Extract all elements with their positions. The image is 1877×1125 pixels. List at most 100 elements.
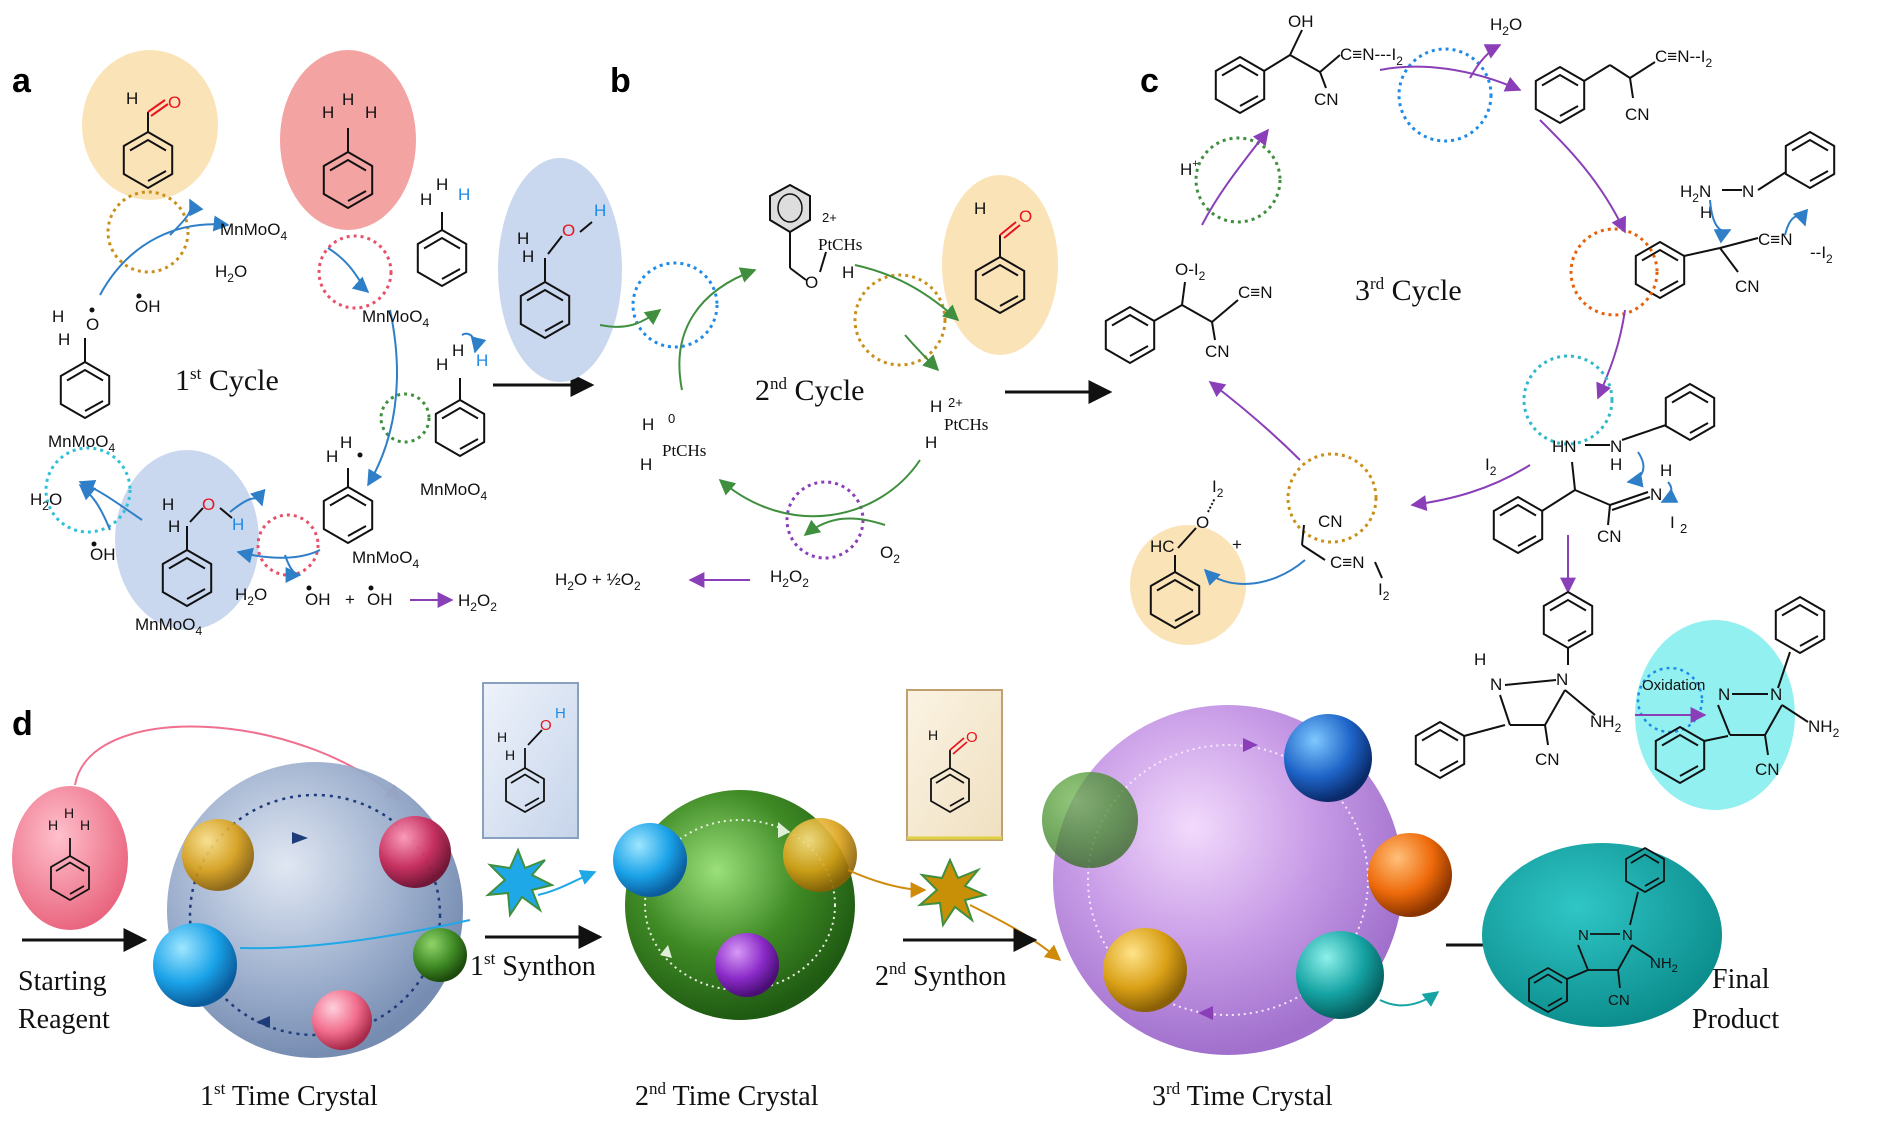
svg-text:H2O: H2O [1490,15,1522,38]
svg-text:O-I2: O-I2 [1175,260,1206,283]
svg-text:H+: H+ [1180,158,1199,179]
cycle-1-label: 1st Cycle [175,364,279,397]
svg-text:2: 2 [1680,521,1687,536]
bound-toluene-right: H H H [434,341,488,457]
svg-text:H: H [340,433,352,452]
svg-text:H: H [594,201,606,220]
svg-text:O: O [562,221,575,240]
svg-text:H2O: H2O [30,490,62,513]
benzaldehyde-molecule: H O [122,89,181,189]
svg-text:I2: I2 [1212,477,1224,500]
toluene-molecule: H H H [322,90,377,209]
svg-text:H: H [436,175,448,194]
svg-text:H: H [1700,203,1712,222]
svg-text:CN: CN [1205,342,1230,361]
svg-text:HN: HN [1552,437,1577,456]
svg-text:H: H [974,199,986,218]
svg-text:H: H [64,805,74,821]
hydroxy-nitrile: OH C≡N---I2 CN [1214,12,1403,114]
svg-text:I: I [1670,513,1675,532]
svg-text:H2O: H2O [235,585,267,608]
svg-text:Oxidation: Oxidation [1642,677,1705,694]
svg-text:--I2: --I2 [1810,243,1833,266]
time-crystal-2-label: 2nd Time Crystal [635,1079,819,1112]
svg-text:O: O [966,729,978,746]
svg-text:H: H [642,415,654,434]
svg-text:H: H [48,817,58,833]
svg-text:H: H [58,330,70,349]
benzaldehyde-b: H O [974,199,1032,314]
svg-text:N: N [1718,685,1730,704]
svg-text:H2O: H2O [215,262,247,285]
synthon-1-label: 1st Synthon [470,949,596,982]
toluene-molecule-right: H H H [416,175,470,287]
panel-b-cycle-2: H H O H O PtCHs 2+ H H O [498,158,1058,593]
svg-text:H: H [436,355,448,374]
svg-text:H: H [452,341,464,360]
pt-complex: O PtCHs 2+ H [769,183,862,292]
svg-text:O: O [1019,207,1032,226]
svg-text:H: H [326,447,338,466]
svg-text:NH2: NH2 [1590,712,1622,735]
svg-text:C≡N: C≡N [1330,553,1364,572]
panel-d-time-crystals: H H H Starting Reagent 1st Time Crystal … [12,682,1779,1112]
pyrazole-product: N N NH2 CN [1654,596,1840,784]
synthon-1-box [482,682,579,839]
pyrazoline: H N N NH2 CN [1414,591,1622,779]
svg-text:0: 0 [668,411,675,426]
svg-text:I2: I2 [1378,580,1390,603]
svg-text:O: O [86,315,99,334]
svg-text:H: H [1610,455,1622,474]
svg-text:MnMoO4: MnMoO4 [352,548,419,571]
svg-text:CN: CN [1314,90,1339,109]
svg-text:H: H [522,247,534,266]
svg-text:N: N [1610,437,1622,456]
svg-text:C≡N--I2: C≡N--I2 [1655,47,1713,70]
bound-benzyl-radical: H H [322,433,374,544]
svg-text:PtCHs: PtCHs [818,235,862,254]
svg-text:Reagent: Reagent [18,1004,110,1035]
panel-label-d: d [12,705,33,743]
benzyl-alcohol-molecule: H H O H [161,495,244,607]
svg-text:OH: OH [305,590,331,609]
svg-text:Product: Product [1692,1004,1779,1035]
svg-text:2+: 2+ [948,395,963,410]
svg-text:H: H [342,90,354,109]
svg-text:CN: CN [1318,512,1343,531]
svg-text:O: O [168,93,181,112]
svg-text:N: N [1650,485,1662,504]
cycle-2-label: 2nd Cycle [755,374,864,407]
svg-text:2+: 2+ [822,210,837,225]
synthon-2-label: 2nd Synthon [875,959,1006,992]
time-crystal-3-label: 3rd Time Crystal [1152,1079,1333,1112]
svg-text:+: + [1232,535,1242,554]
svg-text:H: H [640,455,652,474]
svg-text:MnMoO4: MnMoO4 [220,220,287,243]
starting-reagent-oval [12,786,128,930]
svg-text:CN: CN [1608,992,1630,1009]
svg-text:H: H [925,433,937,452]
svg-text:N: N [1556,670,1568,689]
svg-text:+: + [345,590,355,609]
svg-text:MnMoO4: MnMoO4 [362,307,429,330]
panel-a-cycle-1: H O H H H H H H H H H [30,50,497,638]
svg-text:H: H [1660,461,1672,480]
svg-text:MnMoO4: MnMoO4 [48,432,115,455]
final-product-label: Final [1712,964,1770,995]
svg-text:PtCHs: PtCHs [944,415,988,434]
svg-text:NH2: NH2 [1650,955,1678,975]
svg-text:CN: CN [1755,760,1780,779]
svg-text:O2: O2 [880,543,900,566]
svg-text:CN: CN [1625,105,1650,124]
svg-text:H2O + ½O2: H2O + ½O2 [555,570,641,593]
panel-label-c: c [1140,62,1159,100]
svg-text:CN: CN [1597,527,1622,546]
svg-text:O: O [540,717,552,734]
svg-text:OH: OH [367,590,393,609]
svg-text:O: O [805,273,818,292]
svg-text:C≡N---I2: C≡N---I2 [1340,45,1403,68]
panel-c-cycle-3: OH C≡N---I2 CN C≡N--I2 CN H2O H2N N [1104,12,1840,810]
starting-reagent-label: Starting [18,966,107,997]
svg-text:H: H [930,397,942,416]
